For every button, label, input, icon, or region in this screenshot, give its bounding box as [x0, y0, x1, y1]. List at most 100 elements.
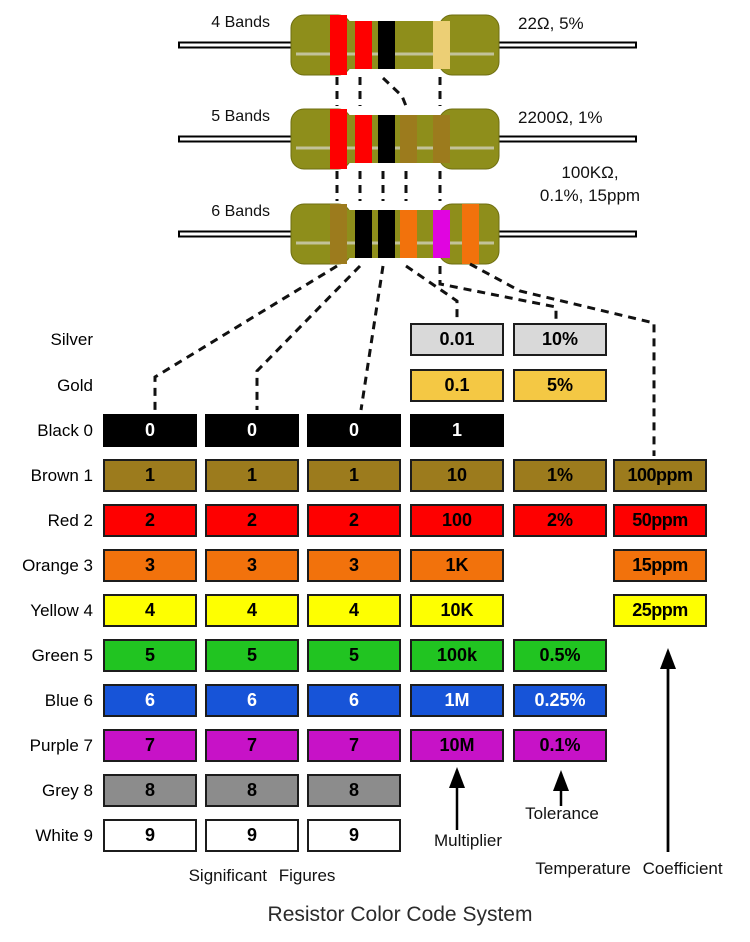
dashed-connector	[469, 262, 656, 456]
cell-red-sig-3: 2	[307, 504, 401, 537]
resistor-5-band-band-black	[378, 115, 395, 163]
cell-grey-sig-1: 8	[103, 774, 197, 807]
cell-gold-tolerance: 5%	[513, 369, 607, 402]
resistor-6-band-band-magenta	[433, 210, 450, 258]
cell-green-sig-1: 5	[103, 639, 197, 672]
cell-yellow-temp-coefficient: 25ppm	[613, 594, 707, 627]
cell-white-sig-1: 9	[103, 819, 197, 852]
cell-yellow-multiplier: 10K	[410, 594, 504, 627]
resistor-5-band-band-brown	[400, 115, 417, 163]
cell-green-multiplier: 100k	[410, 639, 504, 672]
resistor-5-band-band-red	[355, 115, 372, 163]
row-label-grey: Grey 8	[41, 781, 93, 800]
cell-yellow-sig-3: 4	[307, 594, 401, 627]
row-label-red: Red 2	[47, 511, 93, 530]
cell-brown-multiplier: 10	[410, 459, 504, 492]
cell-yellow-sig-2: 4	[205, 594, 299, 627]
cell-purple-sig-3: 7	[307, 729, 401, 762]
cell-grey-sig-2: 8	[205, 774, 299, 807]
resistor-4-band-band-gold	[433, 21, 450, 69]
resistor-5-band-label: 5 Bands	[211, 108, 270, 125]
cell-red-sig-1: 2	[103, 504, 197, 537]
resistor-6-band-band-orange	[400, 210, 417, 258]
row-label-gold: Gold	[57, 376, 93, 395]
resistor-5-band-value: 2200Ω, 1%	[518, 108, 603, 127]
cell-brown-sig-3: 1	[307, 459, 401, 492]
resistor-6-band-label: 6 Bands	[211, 203, 270, 220]
cell-black-multiplier: 1	[410, 414, 504, 447]
resistor-6-band-band-brown	[330, 204, 347, 264]
cell-white-sig-3: 9	[307, 819, 401, 852]
dashed-connector	[381, 76, 408, 107]
cell-red-multiplier: 100	[410, 504, 504, 537]
resistor-4-band-value: 22Ω, 5%	[518, 14, 584, 33]
cell-red-tolerance: 2%	[513, 504, 607, 537]
cell-orange-sig-3: 3	[307, 549, 401, 582]
significant-figures-label: Significant Figures	[188, 866, 336, 885]
cell-black-sig-2: 0	[205, 414, 299, 447]
cell-blue-sig-3: 6	[307, 684, 401, 717]
cell-purple-tolerance: 0.1%	[513, 729, 607, 762]
resistor-4-band-label: 4 Bands	[211, 14, 270, 31]
row-label-yellow: Yellow 4	[30, 601, 93, 620]
cell-blue-tolerance: 0.25%	[513, 684, 607, 717]
resistor-4-band-band-red	[330, 15, 347, 75]
dashed-connector	[359, 265, 385, 411]
cell-purple-sig-1: 7	[103, 729, 197, 762]
resistor-4-band-band-red	[355, 21, 372, 69]
tolerance-label: Tolerance	[525, 804, 599, 823]
dashed-connector	[438, 266, 558, 320]
temperature-coefficient-label: Temperature Coefficient	[535, 859, 723, 878]
multiplier-arrow-head	[449, 767, 465, 788]
cell-green-sig-3: 5	[307, 639, 401, 672]
cell-silver-multiplier: 0.01	[410, 323, 504, 356]
resistor-4-band-band-black	[378, 21, 395, 69]
cell-blue-multiplier: 1M	[410, 684, 504, 717]
temperature-coefficient-arrow-head	[660, 648, 676, 669]
cell-brown-tolerance: 1%	[513, 459, 607, 492]
row-label-green: Green 5	[31, 646, 93, 665]
cell-brown-sig-1: 1	[103, 459, 197, 492]
resistor-6-band-band-orange	[462, 204, 479, 264]
multiplier-label: Multiplier	[433, 831, 503, 850]
cell-gold-multiplier: 0.1	[410, 369, 504, 402]
cell-green-tolerance: 0.5%	[513, 639, 607, 672]
cell-white-sig-2: 9	[205, 819, 299, 852]
cell-purple-multiplier: 10M	[410, 729, 504, 762]
row-label-silver: Silver	[50, 330, 93, 349]
row-label-orange: Orange 3	[22, 556, 93, 575]
cell-brown-temp-coefficient: 100ppm	[613, 459, 707, 492]
cell-orange-multiplier: 1K	[410, 549, 504, 582]
row-label-white: White 9	[35, 826, 93, 845]
cell-orange-temp-coefficient: 15ppm	[613, 549, 707, 582]
cell-silver-tolerance: 10%	[513, 323, 607, 356]
dashed-connector	[153, 264, 338, 410]
cell-black-sig-3: 0	[307, 414, 401, 447]
row-label-brown: Brown 1	[30, 466, 93, 485]
row-label-purple: Purple 7	[29, 736, 93, 755]
resistor-6-band-band-black	[378, 210, 395, 258]
row-label-blue: Blue 6	[44, 691, 93, 710]
cell-orange-sig-1: 3	[103, 549, 197, 582]
resistor-6-band-value-line: 100KΩ,	[561, 163, 619, 182]
cell-blue-sig-2: 6	[205, 684, 299, 717]
tolerance-arrow-head	[553, 770, 569, 791]
resistor-5-band-band-brown	[433, 115, 450, 163]
cell-black-sig-1: 0	[103, 414, 197, 447]
cell-yellow-sig-1: 4	[103, 594, 197, 627]
cell-grey-sig-3: 8	[307, 774, 401, 807]
cell-red-temp-coefficient: 50ppm	[613, 504, 707, 537]
resistor-5-band-band-red	[330, 109, 347, 169]
cell-green-sig-2: 5	[205, 639, 299, 672]
dashed-connector	[255, 264, 362, 410]
resistor-6-band-value-line: 0.1%, 15ppm	[539, 186, 641, 205]
diagram-title: Resistor Color Code System	[267, 903, 533, 926]
cell-red-sig-2: 2	[205, 504, 299, 537]
cell-blue-sig-1: 6	[103, 684, 197, 717]
cell-brown-sig-2: 1	[205, 459, 299, 492]
dashed-connector	[405, 264, 459, 320]
resistor-6-band-band-black	[355, 210, 372, 258]
resistor-6-band-value: 100KΩ, 0.1%, 15ppm	[498, 161, 682, 207]
